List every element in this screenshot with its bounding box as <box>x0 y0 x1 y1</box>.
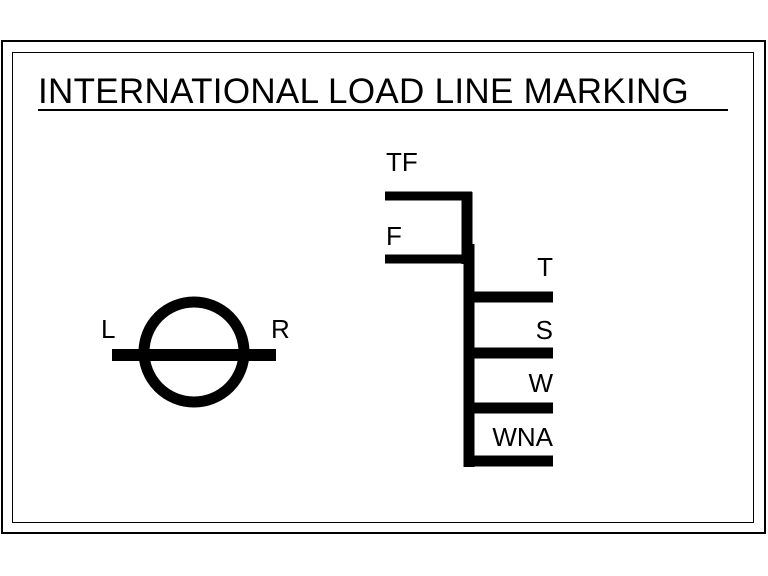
inner-border <box>12 52 754 523</box>
label-s: S <box>536 315 553 345</box>
outer-border <box>1 40 766 534</box>
deck-line-right-label: R <box>271 314 290 344</box>
label-tf: TF <box>386 147 418 177</box>
load-line-marks: TF F T S W WNA <box>385 147 554 467</box>
plimsoll-mark: L R <box>101 296 290 408</box>
label-w: W <box>528 368 553 398</box>
label-t: T <box>537 252 553 282</box>
label-f: F <box>386 221 402 251</box>
title-underline <box>38 109 728 111</box>
deck-line-left-label: L <box>101 314 115 344</box>
diagram-title: INTERNATIONAL LOAD LINE MARKING <box>38 72 690 111</box>
label-wna: WNA <box>492 422 553 452</box>
